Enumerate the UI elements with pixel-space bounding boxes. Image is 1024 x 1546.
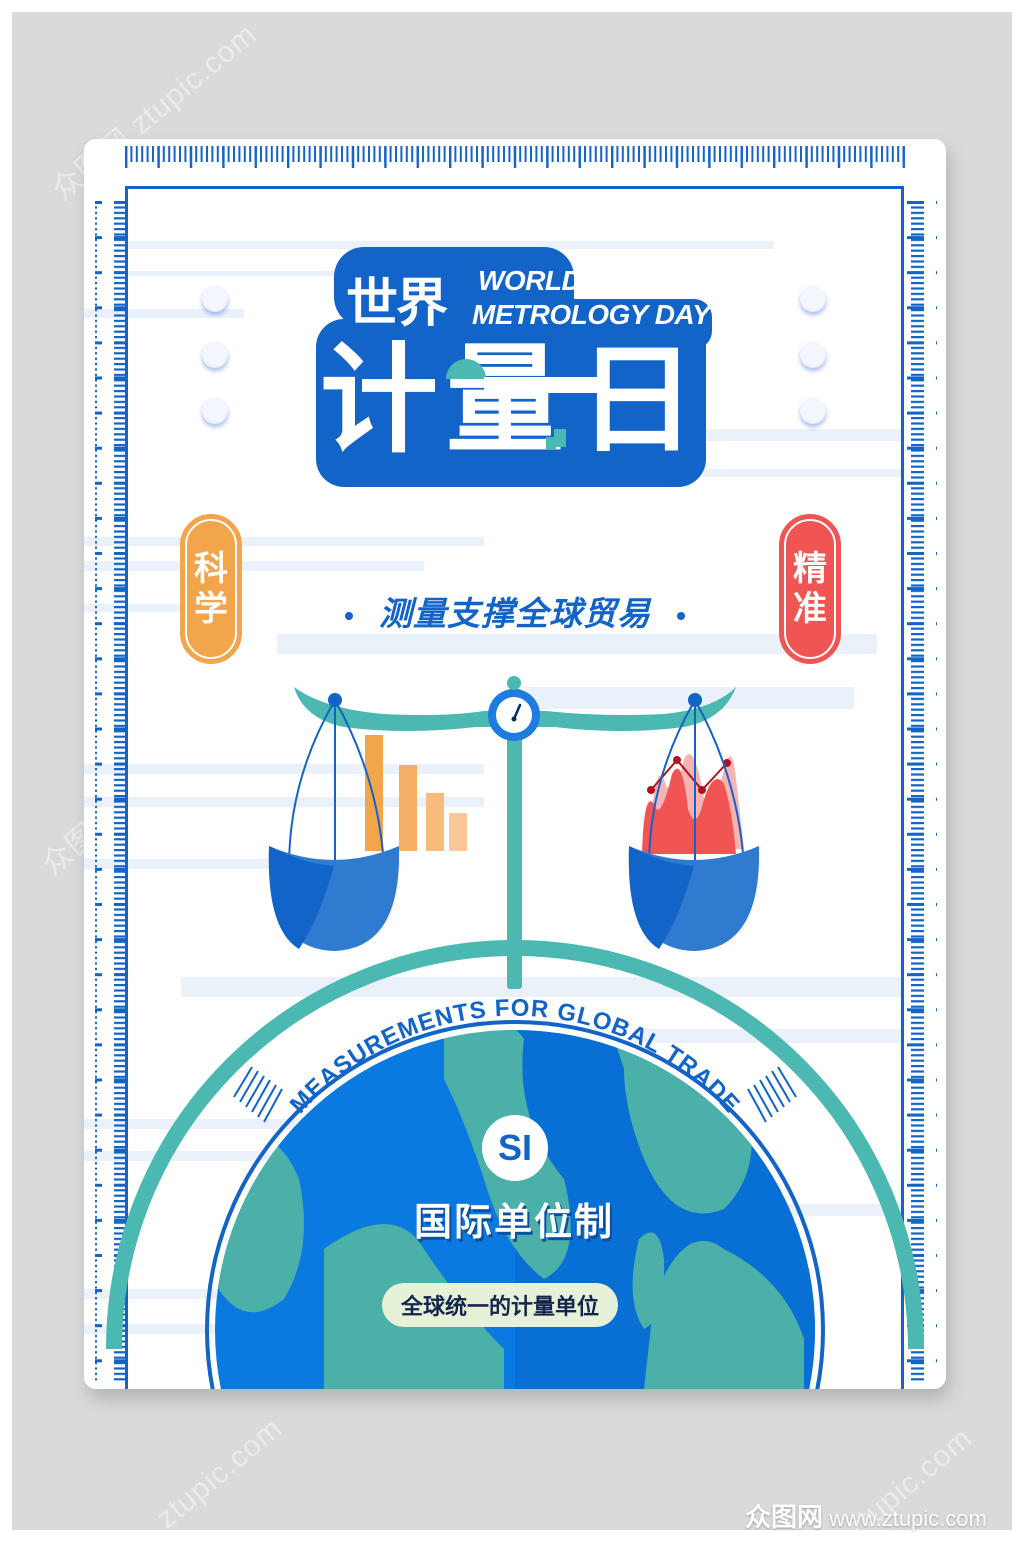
bg-stripe: [84, 859, 384, 869]
title-en-line2: METROLOGY DAY: [472, 299, 711, 330]
bg-stripe: [84, 797, 484, 807]
tag-science: 科 学: [180, 514, 242, 664]
bg-stripe: [84, 764, 484, 774]
pin-dot: [202, 398, 228, 424]
bg-stripe: [84, 561, 424, 571]
poster-card: 世界 WORLD METROLOGY DAY 计 量 日 科 学 精 准 测量支…: [84, 139, 946, 1389]
watermark-brand: 众图网: [745, 1502, 824, 1532]
bg-stripe: [84, 1151, 324, 1161]
tag-char: 精: [793, 549, 827, 589]
bullet-dot: [345, 611, 353, 620]
title-en-line1: WORLD: [478, 265, 582, 296]
bg-stripe: [84, 537, 484, 546]
title-cn-char: 量: [446, 331, 565, 469]
bg-stripe: [84, 1324, 284, 1334]
subtitle-text: 测量支撑全球贸易: [379, 594, 651, 633]
ruler-decoration: [95, 139, 937, 1381]
tag-precision: 精 准: [779, 514, 841, 664]
si-caption-pill: 全球统一的计量单位: [382, 1283, 618, 1327]
subtitle: 测量支撑全球贸易: [84, 587, 946, 635]
tag-char: 学: [194, 589, 228, 629]
pin-dot: [202, 342, 228, 368]
bg-stripe: [126, 271, 426, 276]
pin-dot: [800, 398, 826, 424]
pin-dot: [800, 342, 826, 368]
tag-char: 科: [194, 549, 228, 589]
title-cn-char: 日: [578, 331, 697, 469]
pin-dot: [202, 286, 228, 312]
pin-dot: [800, 286, 826, 312]
tag-char: 准: [793, 589, 827, 629]
si-title: 国际单位制: [414, 1200, 615, 1244]
watermark-url: www.ztupic.com: [829, 1506, 987, 1531]
bullet-dot: [677, 611, 685, 620]
title-cn-line1: 世界: [346, 274, 448, 334]
title-cn-char: 计: [320, 331, 439, 469]
ruler-protractor-icon: [446, 359, 606, 449]
bg-stripe: [126, 241, 774, 249]
title-blob: [316, 319, 706, 487]
si-badge: SI: [482, 1115, 548, 1181]
bg-stripe: [277, 634, 877, 654]
inner-frame: [125, 186, 904, 1389]
bg-stripe: [704, 469, 904, 477]
bg-stripe: [84, 1119, 384, 1129]
footer-watermark: 众图网 www.ztupic.com: [745, 1497, 987, 1534]
bg-stripe: [84, 604, 224, 612]
balance-scale-illustration: [268, 676, 760, 989]
bg-stripe: [84, 309, 244, 318]
